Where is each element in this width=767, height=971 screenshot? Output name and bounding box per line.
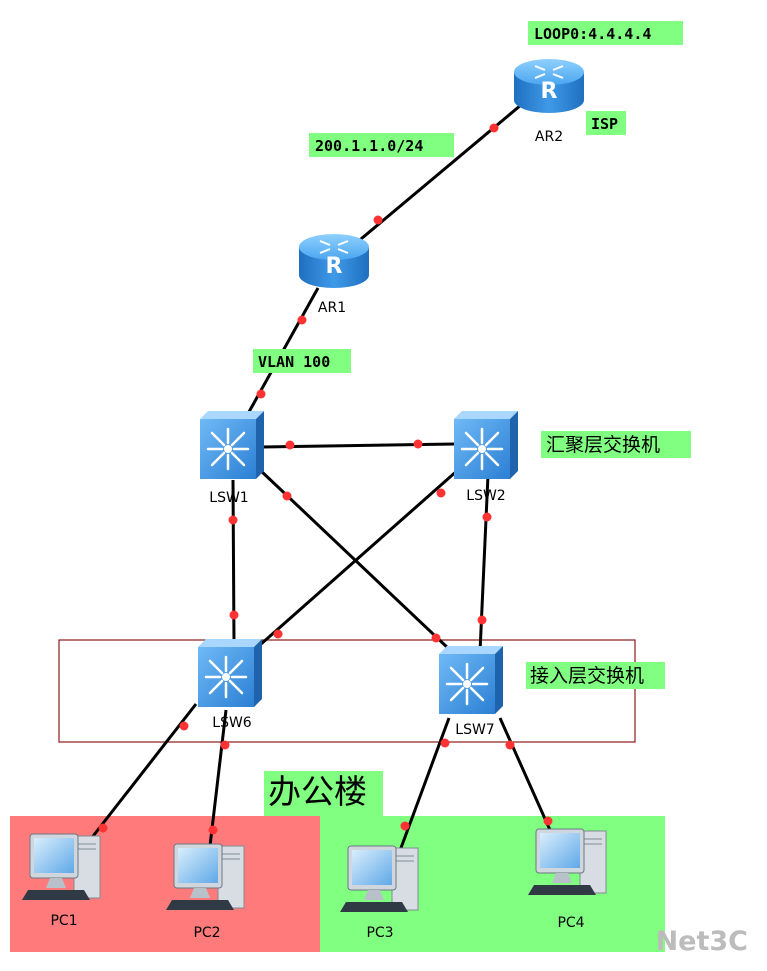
switch-lsw2-icon[interactable] [452, 409, 520, 481]
port-dot [440, 738, 450, 748]
access-label-bg [526, 662, 665, 689]
loopback-label: LOOP0:4.4.4.4 [534, 25, 651, 43]
device-label-lsw7: LSW7 [455, 722, 494, 738]
device-label-ar1: AR1 [318, 300, 346, 316]
isp-label: ISP [591, 115, 618, 133]
port-dot [482, 512, 492, 522]
switch-lsw1-icon[interactable] [198, 409, 266, 481]
pc-pc1-icon[interactable] [21, 833, 101, 901]
device-label-pc2: PC2 [193, 925, 220, 941]
port-dot [400, 821, 410, 831]
access-layer-box [58, 639, 636, 743]
port-dot [543, 816, 553, 826]
port-dot [179, 721, 189, 731]
port-dot [413, 439, 423, 449]
aggregation-label-bg [541, 431, 691, 458]
device-label-lsw6: LSW6 [212, 715, 252, 731]
device-label-pc3: PC3 [366, 925, 393, 941]
switch-lsw6-icon[interactable] [196, 637, 264, 709]
device-label-ar2: AR2 [535, 129, 563, 145]
pc-pc2-icon[interactable] [165, 843, 245, 911]
link-lsw2-lsw6 [251, 468, 459, 654]
link-lsw6-pc1 [88, 703, 198, 841]
link-lsw7-pc4 [498, 717, 552, 831]
device-label-pc1: PC1 [50, 913, 77, 929]
port-dot [505, 740, 515, 750]
port-dot [229, 610, 239, 620]
device-label-lsw1: LSW1 [209, 490, 248, 506]
watermark: Net3C [656, 926, 748, 957]
pc-pc4-icon[interactable] [527, 828, 607, 896]
port-dot [228, 515, 238, 525]
port-dot [208, 825, 218, 835]
router-ar2-icon[interactable] [513, 58, 585, 114]
port-dot [477, 615, 487, 625]
isp-label-bg [586, 111, 626, 135]
port-dot [285, 440, 295, 450]
port-dot [373, 215, 383, 225]
port-dot [431, 633, 441, 643]
access-layer-label: 接入层交换机 [530, 665, 644, 687]
port-dot [436, 488, 446, 498]
port-dot [98, 823, 108, 833]
device-label-lsw2: LSW2 [466, 488, 505, 504]
port-dot [273, 629, 283, 639]
aggregation-layer-label: 汇聚层交换机 [546, 434, 660, 456]
pc-pc3-icon[interactable] [339, 845, 419, 913]
port-dot [282, 491, 292, 501]
office-label-bg [264, 771, 383, 816]
switch-lsw7-icon[interactable] [437, 644, 505, 716]
link-lsw7-pc3 [396, 717, 451, 857]
vlan-label: VLAN 100 [258, 353, 330, 371]
wan-subnet-label-bg [309, 133, 454, 157]
link-lsw6-pc2 [208, 709, 228, 847]
port-dot [297, 315, 307, 325]
port-dot [256, 389, 266, 399]
port-dot [489, 123, 499, 133]
router-ar1-icon[interactable] [298, 233, 370, 289]
loopback-label-bg [528, 21, 683, 45]
office-building-label: 办公楼 [268, 772, 367, 811]
wan-subnet-label: 200.1.1.0/24 [315, 137, 423, 155]
port-dot [220, 740, 230, 750]
device-label-pc4: PC4 [557, 915, 584, 931]
vlan-label-bg [253, 349, 351, 373]
